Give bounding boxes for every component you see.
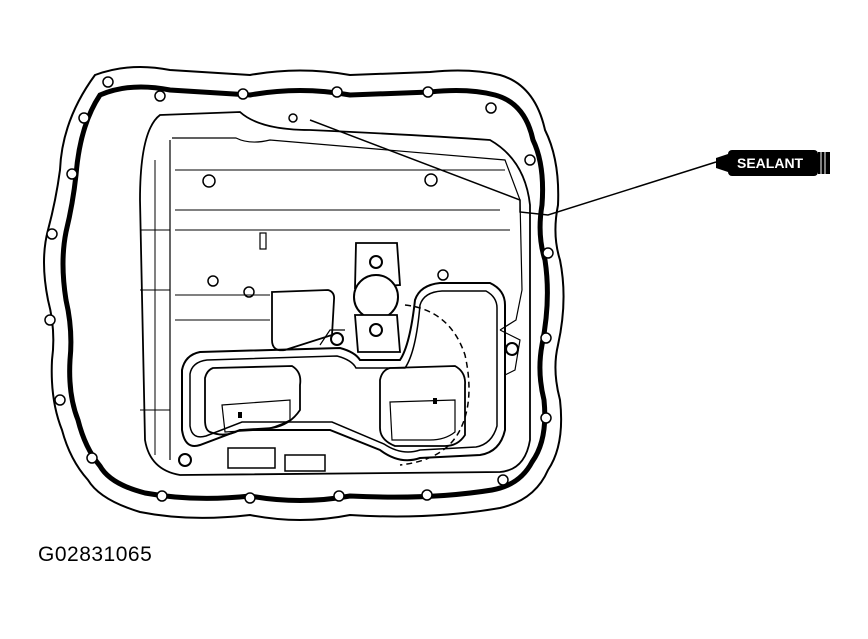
- figure-id-label: G02831065: [38, 543, 153, 566]
- sealant-leader-line: [309, 119, 717, 216]
- baffle-plate-outer: [181, 282, 506, 462]
- pan-access-plate: [271, 289, 336, 352]
- pan-inner-step: [172, 137, 523, 331]
- oil-pickup-tube: [353, 274, 399, 320]
- sealant-label: SEALANT: [737, 155, 804, 171]
- flange-bolt-holes: [44, 76, 554, 504]
- baffle-plate-inner: [189, 290, 498, 453]
- pan-inner-wall: [139, 111, 531, 476]
- baffle-left-window: [204, 365, 302, 436]
- sealant-tube-icon: SEALANT: [716, 150, 830, 176]
- pan-floor-holes: [202, 113, 449, 298]
- baffle-bolts: [178, 332, 519, 467]
- strainer-bolt-lower: [369, 323, 383, 337]
- sealant-bead: [60, 84, 550, 503]
- oil-pan-outer-outline: [43, 66, 565, 521]
- strainer-bolt-upper: [369, 255, 383, 269]
- strainer-bracket: [354, 242, 401, 289]
- strainer-screen-dashed: [399, 304, 470, 466]
- baffle-right-window: [379, 365, 466, 447]
